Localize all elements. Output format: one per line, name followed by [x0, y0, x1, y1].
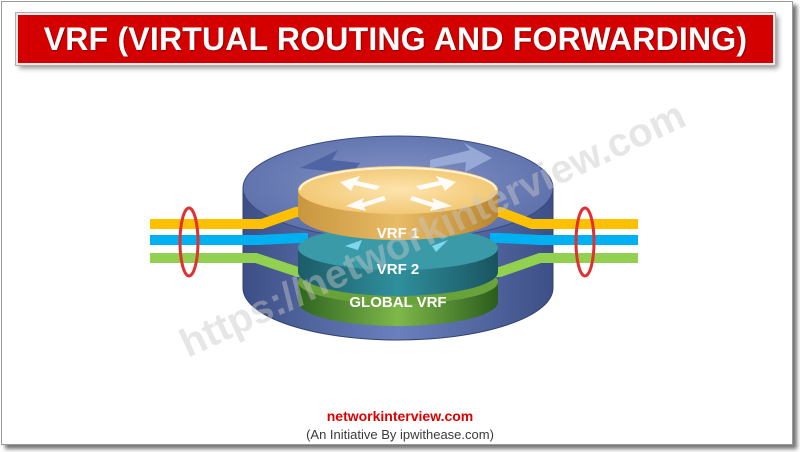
blue-link-right: [490, 233, 638, 245]
router-arrow-icons: [300, 143, 492, 174]
left-bundle-marker-icon: [178, 206, 200, 278]
router-arrows-icon: [340, 176, 456, 211]
left-links: [150, 207, 308, 277]
vrf1-layer: [298, 166, 498, 240]
title-banner: VRF (VIRTUAL ROUTING AND FORWARDING): [16, 13, 775, 65]
footer-tagline: (An Initiative By ipwithease.com): [306, 427, 494, 442]
vrf2-label: VRF 2: [377, 261, 420, 278]
blue-link-left: [150, 233, 308, 245]
right-links: [490, 207, 638, 277]
right-bundle-marker-icon: [574, 206, 596, 278]
global-vrf-label: GLOBAL VRF: [349, 294, 446, 311]
footer-site: networkinterview.com: [326, 408, 474, 424]
vrf2-layer: [298, 226, 498, 296]
page-title: VRF (VIRTUAL ROUTING AND FORWARDING): [43, 20, 748, 57]
vrf1-label: VRF 1: [377, 225, 420, 242]
